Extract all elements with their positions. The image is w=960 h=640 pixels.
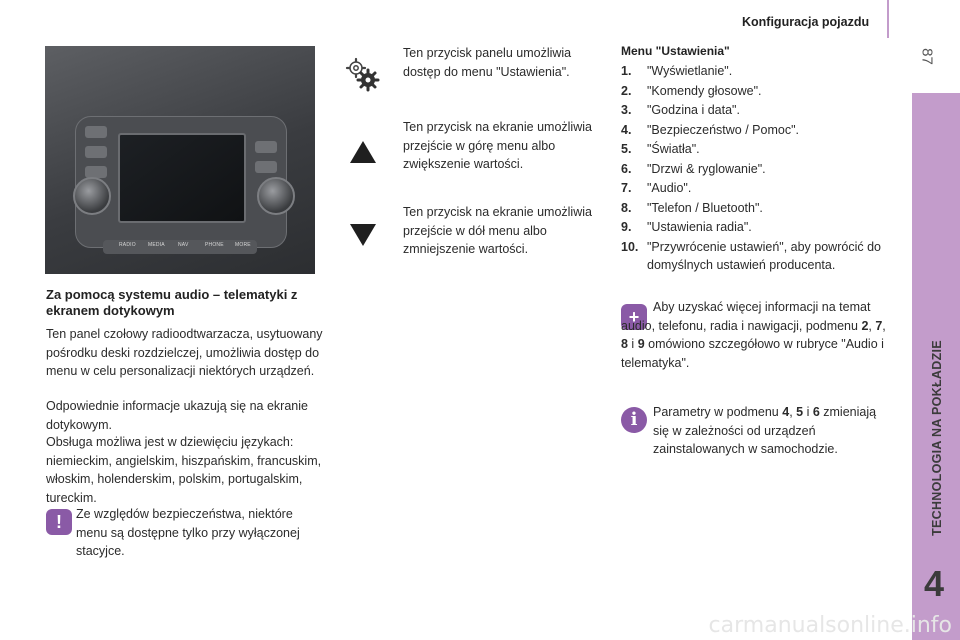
menu-list-item: 4."Bezpieczeństwo / Pomoc". xyxy=(621,122,799,137)
menu-list-item: 9."Ustawienia radia". xyxy=(621,220,752,234)
photo-label-radio: RADIO xyxy=(119,242,136,248)
plus-note: Aby uzyskać więcej informacji na temat a… xyxy=(621,300,886,370)
panel-button xyxy=(85,126,107,138)
header-divider xyxy=(887,0,889,38)
section-heading: Za pomocą systemu audio – telematyki z e… xyxy=(46,287,298,318)
menu-list-item: 3."Godzina i data". xyxy=(621,103,740,117)
menu-list-item: 8."Telefon / Bluetooth". xyxy=(621,200,763,215)
watermark: carmanualsonline.info xyxy=(708,613,952,638)
panel-button xyxy=(255,141,277,153)
arrow-up-icon xyxy=(350,141,376,163)
arrow-down-icon xyxy=(350,224,376,246)
chapter-side-tab xyxy=(912,93,960,640)
menu-list-item: 10."Przywrócenie ustawień", aby powrócić… xyxy=(621,239,881,273)
settings-menu-title: Menu "Ustawienia" xyxy=(621,44,730,58)
up-button-description: Ten przycisk na ekranie umożliwia przejś… xyxy=(403,120,592,171)
exclamation-icon: ! xyxy=(46,509,72,535)
menu-list-item: 1."Wyświetlanie". xyxy=(621,64,733,78)
settings-menu-list: 1."Wyświetlanie". 2."Komendy głosowe". 3… xyxy=(621,62,891,276)
head-unit-photo: RADIO MEDIA NAV PHONE MORE xyxy=(45,46,315,274)
menu-list-item: 2."Komendy głosowe". xyxy=(621,83,762,98)
paragraph-languages: Obsługa możliwa jest w dziewięciu języka… xyxy=(46,435,322,505)
panel-button xyxy=(85,166,107,178)
power-volume-knob xyxy=(73,177,111,215)
menu-list-item: 7."Audio". xyxy=(621,181,692,195)
photo-label-nav: NAV xyxy=(178,242,189,248)
photo-label-more: MORE xyxy=(235,242,251,248)
paragraph-intro: Ten panel czołowy radioodtwarzacza, usyt… xyxy=(46,327,323,378)
panel-button xyxy=(85,146,107,158)
settings-gears-icon xyxy=(345,57,380,92)
menu-list-item: 5."Światła". xyxy=(621,142,700,156)
side-tab-label: TECHNOLOGIA NA POKŁADZIE xyxy=(930,340,944,536)
warning-note: Ze względów bezpieczeństwa, niektóre men… xyxy=(76,507,300,558)
menu-list-item: 6."Drzwi & ryglowanie". xyxy=(621,161,766,176)
page-number: 87 xyxy=(918,48,936,65)
info-note: Parametry w podmenu 4, 5 i 6 zmieniają s… xyxy=(653,405,877,456)
plus-icon: + xyxy=(621,304,647,330)
browse-knob xyxy=(257,177,295,215)
info-icon: i xyxy=(621,407,647,433)
page-header-title: Konfiguracja pojazdu xyxy=(742,15,870,29)
down-button-description: Ten przycisk na ekranie umożliwia przejś… xyxy=(403,205,592,256)
settings-button-description: Ten przycisk panelu umożliwia dostęp do … xyxy=(403,46,572,79)
source-button-strip xyxy=(103,240,257,254)
photo-label-phone: PHONE xyxy=(205,242,224,248)
panel-button xyxy=(255,161,277,173)
touch-screen xyxy=(118,133,246,223)
photo-label-media: MEDIA xyxy=(148,242,165,248)
paragraph-display: Odpowiednie informacje ukazują się na ek… xyxy=(46,399,308,432)
chapter-number: 4 xyxy=(923,563,945,604)
